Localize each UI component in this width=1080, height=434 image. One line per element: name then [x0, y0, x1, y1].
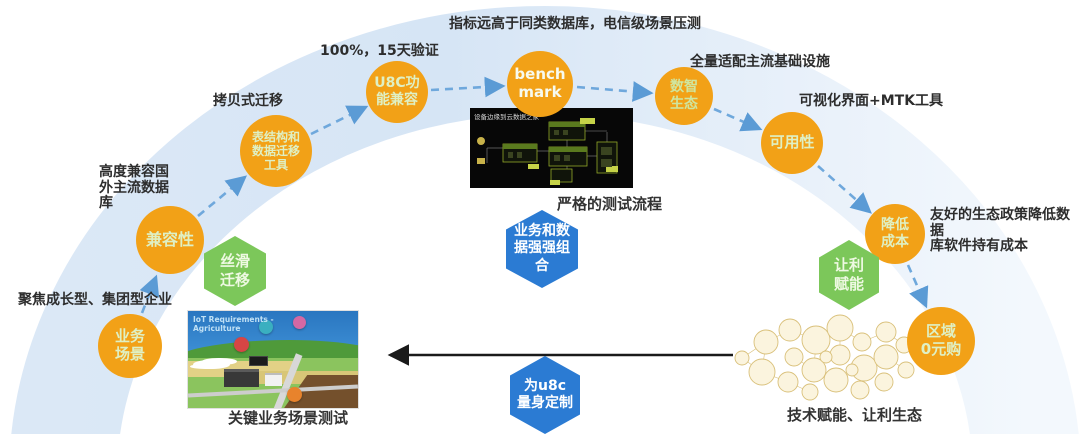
label-copy-style-migration: 拷贝式迁移: [213, 93, 283, 109]
node-benchmark: bench mark: [507, 51, 573, 117]
hex-business-data-combo: 业务和数 据强强组 合: [506, 210, 578, 288]
label-focus-enterprises: 聚焦成长型、集团型企业: [18, 292, 172, 308]
farm-billboard: [249, 355, 269, 367]
image-farm-scene: IoT Requirements - Agriculture: [187, 310, 359, 409]
image-ecosystem-bubbles: [728, 310, 918, 405]
caption-farm: 关键业务场景测试: [228, 409, 349, 427]
label-infrastructure: 全量适配主流基础设施: [690, 54, 830, 70]
node-cost-reduction: 降低 成本: [865, 204, 925, 264]
node-business-scenario: 业务 场景: [98, 314, 162, 378]
marker-dot-red: [233, 337, 249, 353]
label-benchmark-note: 指标远高于同类数据库，电信级场景压测: [449, 16, 701, 32]
cloud-icon: [193, 359, 231, 370]
dashed-flow-arrows: [139, 76, 929, 314]
bubbles-graphic: [734, 314, 915, 401]
label-high-compatibility: 高度兼容国 外主流数据 库: [99, 164, 169, 211]
node-digital-ecosystem: 数智 生态: [655, 67, 713, 125]
marker-dot-orange: [286, 386, 302, 402]
farm-house: [223, 369, 260, 387]
node-availability: 可用性: [761, 112, 823, 174]
caption-test-flow: 严格的测试流程: [557, 195, 663, 213]
node-compatibility: 兼容性: [136, 206, 204, 274]
svg-text:设备边缘到云数据之家: 设备边缘到云数据之家: [474, 112, 540, 121]
farm-barn: [264, 373, 282, 386]
label-eco-policy: 友好的生态政策降低数据 库软件持有成本: [930, 207, 1070, 254]
farm-image-title: IoT Requirements - Agriculture: [193, 315, 274, 333]
label-verification: 100%，15天验证: [320, 43, 439, 59]
node-migration-tool: 表结构和 数据迁移 工具: [240, 115, 312, 187]
flowchart-graphic: 设备边缘到云数据之家: [470, 108, 633, 188]
hex-tailored-for-u8c: 为u8c 量身定制: [510, 356, 580, 434]
image-test-flowchart: 设备边缘到云数据之家: [470, 108, 633, 188]
caption-bubbles: 技术赋能、让利生态: [787, 406, 923, 424]
marker-dot-pink: [293, 315, 307, 329]
node-region-free-purchase: 区域 0元购: [907, 307, 975, 375]
marker-dot-teal: [259, 319, 274, 334]
label-visual-mtk-tool: 可视化界面+MTK工具: [799, 93, 944, 109]
node-u8c-compatibility: U8C功 能兼容: [366, 61, 428, 123]
